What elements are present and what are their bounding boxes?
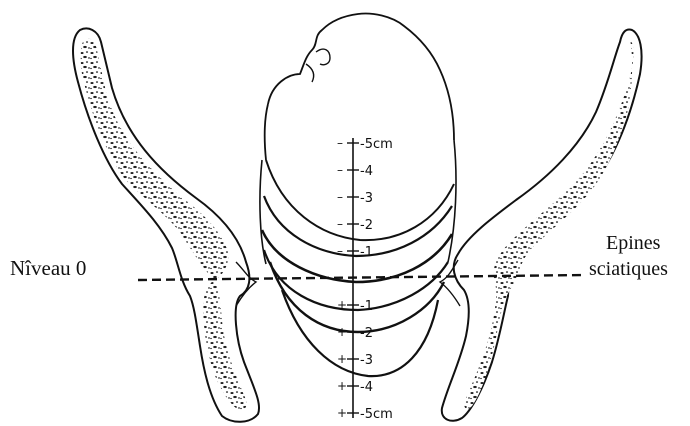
arc-right-side-long (448, 140, 456, 262)
scale-sign-0: – (337, 136, 343, 150)
scale-label-0: -5cm (360, 137, 393, 152)
scale-label-7: -3 (360, 353, 373, 368)
scale-label-9: -5cm (360, 407, 393, 422)
fetal-head-outline (268, 14, 454, 141)
right-pelvic-bone (440, 30, 642, 421)
scale-label-6: -2 (360, 326, 373, 341)
scale-sign-5: + (337, 298, 347, 312)
scale-label-3: -2 (360, 218, 373, 233)
scale-label-8: -4 (360, 380, 373, 395)
left-pelvic-bone (73, 29, 259, 422)
fetal-head-left-side (265, 104, 268, 160)
scale-sign-2: – (337, 190, 343, 204)
scale-label-2: -3 (360, 191, 373, 206)
scale-label-4: -1 (360, 245, 373, 260)
scale-sign-6: + (337, 325, 347, 339)
head-position-arcs (260, 140, 456, 376)
scale-label-5: -1 (360, 299, 373, 314)
arc-left-side-long (260, 160, 266, 264)
level-zero-label: Nîveau 0 (10, 256, 86, 281)
scale-sign-9: + (337, 406, 347, 420)
ischial-spines-label-line1: Epines (606, 232, 660, 255)
scale-sign-8: + (337, 379, 347, 393)
scale-sign-4: – (337, 244, 343, 258)
scale-sign-1: – (337, 163, 343, 177)
scale-sign-3: – (337, 217, 343, 231)
ischial-spines-label-line2: sciatiques (589, 258, 668, 281)
scale-sign-7: + (337, 352, 347, 366)
scale-label-1: -4 (360, 164, 373, 179)
